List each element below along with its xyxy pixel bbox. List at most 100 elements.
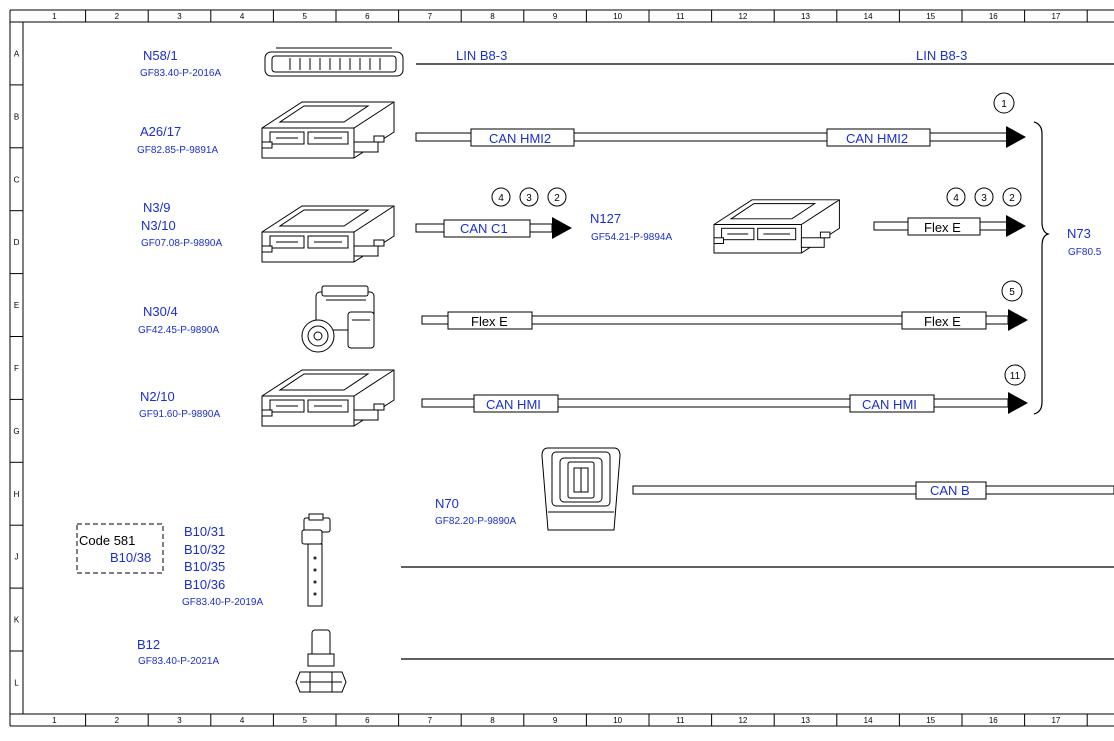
row-letter: A: [14, 49, 20, 58]
n127-name: N127: [590, 211, 621, 226]
n70-name: N70: [435, 496, 459, 511]
row-ticks: [10, 84, 23, 652]
flex-e-bus: [421, 309, 1028, 331]
column-number: 2: [115, 716, 120, 725]
column-number: 5: [302, 12, 307, 21]
flex-e-label-right: Flex E: [924, 314, 961, 329]
n70-overhead-panel-icon: [541, 447, 621, 531]
b12-ref: GF83.40-P-2021A: [138, 656, 219, 667]
n30-4-name: N30/4: [143, 304, 178, 319]
code-581-label: Code 581: [79, 533, 135, 548]
column-number: 4: [240, 12, 245, 21]
svg-text:3: 3: [981, 193, 987, 204]
b12-name: B12: [137, 637, 160, 652]
column-number: 17: [1051, 716, 1060, 725]
b10-level-sensor-icon: [301, 513, 331, 607]
n58-1-name: N58/1: [143, 48, 178, 63]
column-number: 15: [926, 12, 935, 21]
column-number: 13: [801, 716, 810, 725]
connector-circle-hmi: 11: [1004, 364, 1026, 386]
column-number: 3: [177, 12, 182, 21]
row-letter: G: [13, 427, 19, 436]
connector-circle-flexe: 5: [1001, 280, 1023, 302]
column-number: 1: [52, 716, 57, 725]
b10-ref: GF83.40-P-2019A: [182, 597, 263, 608]
n30-4-abs-unit-icon: [301, 285, 375, 353]
row-letter: B: [14, 112, 19, 121]
n30-4-ref: GF42.45-P-9890A: [138, 325, 219, 336]
column-number: 9: [553, 12, 558, 21]
can-c1-bus: [415, 217, 572, 239]
column-ticks: [85, 10, 1088, 726]
column-number: 8: [490, 12, 495, 21]
row-letter: J: [15, 553, 19, 562]
row-letters: A B C D E F G H J K L: [13, 49, 19, 687]
row-letter: F: [14, 364, 19, 373]
n73-ref: GF80.5: [1068, 247, 1102, 258]
svg-text:11: 11: [1010, 371, 1021, 382]
flex-e-label-left: Flex E: [471, 314, 508, 329]
column-number: 5: [302, 716, 307, 725]
can-hmi2-bus: [415, 126, 1026, 148]
n2-10-name: N2/10: [140, 389, 175, 404]
n73-brace: [1033, 121, 1050, 415]
n3-10-name: N3/10: [141, 218, 176, 233]
column-number: 1: [52, 12, 57, 21]
row-letter: H: [14, 490, 20, 499]
can-hmi-label-right: CAN HMI: [862, 397, 917, 412]
column-number: 12: [738, 716, 747, 725]
column-number: 2: [115, 12, 120, 21]
drawing-frame: [9, 9, 1114, 727]
code-581-box: [76, 523, 164, 574]
column-number: 3: [177, 716, 182, 725]
row-letter: E: [14, 301, 19, 310]
row-letter: K: [14, 616, 20, 625]
column-number: 11: [676, 12, 685, 21]
can-hmi-bus: [421, 392, 1028, 414]
column-number: 6: [365, 716, 370, 725]
column-number: 14: [864, 12, 873, 21]
n58-1-switch-panel-icon: [264, 47, 404, 77]
connector-circles-flexn127: 4 3 2: [946, 187, 1022, 207]
column-number: 7: [428, 716, 433, 725]
row-letter: L: [14, 678, 19, 687]
b10-36-name: B10/36: [184, 577, 225, 592]
can-b-bus: [632, 481, 1114, 500]
n58-1-ref: GF83.40-P-2016A: [140, 68, 221, 79]
column-number: 15: [926, 716, 935, 725]
column-number: 17: [1051, 12, 1060, 21]
svg-text:1: 1: [1001, 99, 1007, 110]
n3-9-ref: GF07.08-P-9890A: [141, 238, 222, 249]
can-hmi2-label-left: CAN HMI2: [489, 131, 551, 146]
column-number: 10: [613, 12, 622, 21]
can-hmi-label-left: CAN HMI: [486, 397, 541, 412]
column-number: 10: [613, 716, 622, 725]
b10-32-name: B10/32: [184, 542, 225, 557]
can-c1-label: CAN C1: [460, 221, 508, 236]
a26-17-ref: GF82.85-P-9891A: [137, 145, 218, 156]
svg-text:2: 2: [554, 193, 560, 204]
flex-e-n127-label: Flex E: [924, 220, 961, 235]
b12-pressure-sensor-icon: [295, 629, 347, 693]
n127-ref: GF54.21-P-9894A: [591, 232, 672, 243]
b10-31-name: B10/31: [184, 524, 225, 539]
column-number: 9: [553, 716, 558, 725]
n2-10-control-unit-icon: [261, 369, 395, 427]
can-b-label: CAN B: [930, 483, 970, 498]
row-letter: C: [14, 175, 20, 184]
row-letter: D: [14, 238, 20, 247]
n3-9-name: N3/9: [143, 200, 170, 215]
n70-ref: GF82.20-P-9890A: [435, 516, 516, 527]
connector-circles-c1: 4 3 2: [491, 187, 567, 207]
a26-17-control-unit-icon: [261, 101, 395, 159]
column-number: 7: [428, 12, 433, 21]
column-number: 16: [989, 12, 998, 21]
lin-label-right: LIN B8-3: [916, 48, 967, 63]
column-number: 14: [864, 716, 873, 725]
n127-control-unit-icon: [713, 199, 840, 254]
column-number: 8: [490, 716, 495, 725]
